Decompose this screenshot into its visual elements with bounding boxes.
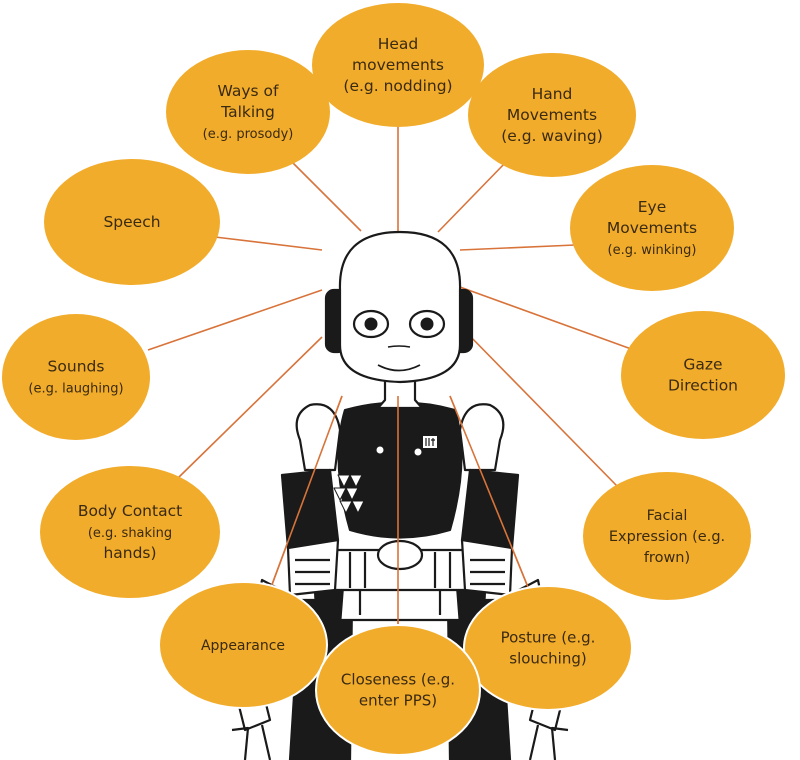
label-eye-movements-line-1: Eye: [638, 198, 667, 216]
node-appearance: Appearance: [158, 581, 328, 709]
label-body-contact-line-2: (e.g. shaking: [88, 526, 172, 541]
label-body-contact-line-1: Body Contact: [78, 502, 182, 520]
label-sounds-line-1: Sounds: [48, 358, 105, 376]
node-ways-of-talking: Ways of Talking (e.g. prosody): [166, 50, 330, 174]
connector-ways-of-talking: [289, 159, 362, 232]
chest-triangle-pattern: [333, 474, 365, 514]
label-facial-expression-line-1: Facial: [647, 508, 688, 524]
label-facial-expression-line-3: frown): [644, 550, 690, 566]
label-eye-movements-line-3: (e.g. winking): [608, 243, 697, 258]
connector-speech: [214, 236, 323, 251]
connector-sounds: [147, 289, 323, 351]
label-ways-of-talking-line-2: Talking: [220, 103, 275, 121]
node-closeness: Closeness (e.g. enter PPS): [315, 624, 481, 756]
label-closeness-line-2: enter PPS): [359, 692, 437, 710]
label-ways-of-talking-line-1: Ways of: [218, 82, 279, 100]
label-body-contact-line-3: hands): [103, 544, 156, 562]
label-eye-movements-line-2: Movements: [607, 219, 697, 237]
robot-torso: [333, 401, 463, 539]
node-posture: Posture (e.g. slouching): [463, 585, 633, 711]
connector-eye-movements: [459, 244, 576, 251]
node-head-movements: Head movements (e.g. nodding): [312, 3, 484, 127]
node-body-contact: Body Contact (e.g. shaking hands): [40, 466, 220, 598]
label-head-movements-line-2: movements: [352, 56, 444, 74]
connector-facial-expression: [466, 332, 618, 487]
connector-appearance-front: [269, 395, 343, 591]
label-posture-line-1: Posture (e.g.: [501, 629, 596, 647]
label-sounds-line-2: (e.g. laughing): [28, 382, 123, 397]
label-head-movements-line-3: (e.g. nodding): [343, 77, 452, 95]
label-hand-movements-line-1: Hand: [532, 85, 573, 103]
label-gaze-direction-line-1: Gaze: [683, 356, 722, 374]
robot-smile: [377, 364, 421, 372]
connectors-overlay: [269, 395, 533, 628]
label-hand-movements-line-2: Movements: [507, 106, 597, 124]
connector-body-contact: [177, 336, 323, 479]
label-appearance-line-1: Appearance: [201, 638, 285, 654]
iit-logo: [423, 436, 437, 448]
label-speech-line-1: Speech: [103, 213, 160, 231]
label-gaze-direction-line-2: Direction: [668, 377, 738, 395]
node-sounds: Sounds (e.g. laughing): [2, 314, 150, 440]
label-head-movements-line-1: Head: [378, 35, 419, 53]
connector-hand-movements: [437, 161, 507, 233]
connector-posture-front: [449, 395, 533, 598]
label-closeness-line-1: Closeness (e.g.: [341, 671, 455, 689]
connector-gaze-direction: [459, 286, 635, 351]
node-speech: Speech: [44, 159, 220, 285]
bubbles: Head movements (e.g. nodding) Ways of Talki…: [2, 3, 785, 756]
label-hand-movements-line-3: (e.g. waving): [501, 127, 603, 145]
robot-head: [324, 230, 474, 384]
label-facial-expression-line-2: Expression (e.g.: [609, 529, 725, 545]
label-ways-of-talking-line-3: (e.g. prosody): [203, 127, 294, 142]
label-posture-line-2: slouching): [509, 650, 586, 668]
